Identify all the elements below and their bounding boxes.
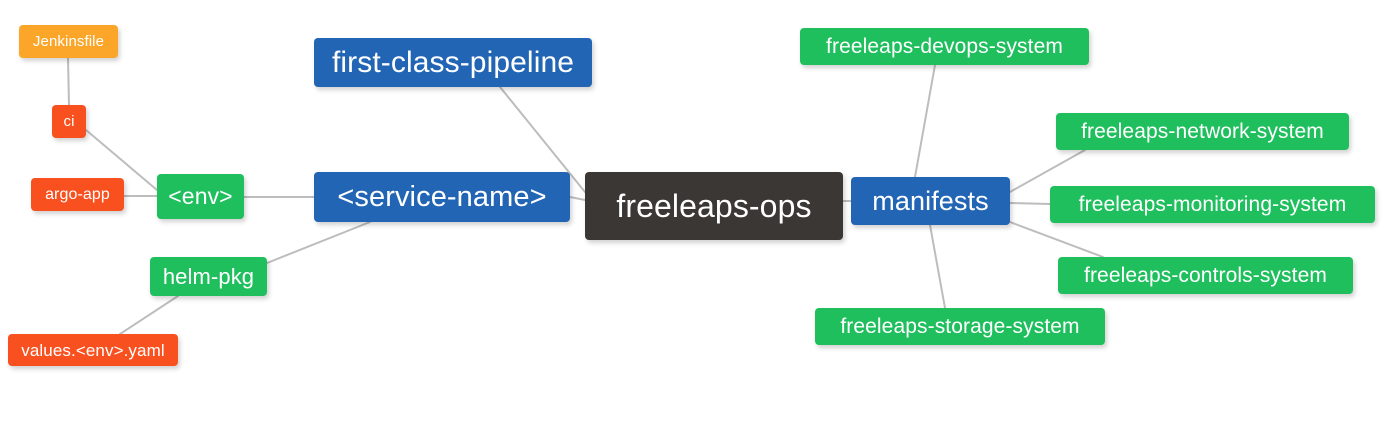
- node-env[interactable]: <env>: [157, 174, 244, 219]
- node-values-env-yaml[interactable]: values.<env>.yaml: [8, 334, 178, 366]
- edge-freeleaps-ops-to-service-name: [569, 196, 586, 201]
- node-label-jenkinsfile: Jenkinsfile: [32, 33, 105, 50]
- edge-manifests-to-freeleaps-devops-system: [914, 64, 936, 178]
- node-label-ci: ci: [63, 113, 75, 130]
- edge-manifests-to-freeleaps-storage-system: [929, 224, 946, 309]
- edge-ci-to-jenkinsfile: [67, 57, 70, 106]
- node-label-values-env-yaml: values.<env>.yaml: [21, 340, 165, 360]
- node-freeleaps-controls-system[interactable]: freeleaps-controls-system: [1058, 257, 1353, 294]
- node-freeleaps-monitoring-system[interactable]: freeleaps-monitoring-system: [1050, 186, 1375, 223]
- node-service-name[interactable]: <service-name>: [314, 172, 570, 222]
- node-argo-app[interactable]: argo-app: [31, 178, 124, 211]
- node-helm-pkg[interactable]: helm-pkg: [150, 257, 267, 296]
- edge-manifests-to-freeleaps-monitoring-system: [1009, 202, 1051, 205]
- node-freeleaps-network-system[interactable]: freeleaps-network-system: [1056, 113, 1349, 150]
- node-label-freeleaps-devops-system: freeleaps-devops-system: [826, 35, 1063, 58]
- node-label-freeleaps-storage-system: freeleaps-storage-system: [840, 315, 1080, 338]
- node-label-helm-pkg: helm-pkg: [162, 263, 255, 289]
- node-label-service-name: <service-name>: [337, 180, 547, 213]
- node-ci[interactable]: ci: [52, 105, 86, 138]
- node-manifests[interactable]: manifests: [851, 177, 1010, 225]
- edge-service-name-to-helm-pkg: [266, 221, 371, 264]
- edge-helm-pkg-to-values-env-yaml: [119, 295, 179, 335]
- node-label-freeleaps-ops: freeleaps-ops: [616, 188, 812, 224]
- node-freeleaps-ops[interactable]: freeleaps-ops: [585, 172, 843, 240]
- node-freeleaps-storage-system[interactable]: freeleaps-storage-system: [815, 308, 1105, 345]
- node-label-env: <env>: [168, 183, 233, 209]
- node-label-freeleaps-monitoring-system: freeleaps-monitoring-system: [1078, 193, 1347, 216]
- node-label-argo-app: argo-app: [45, 185, 110, 203]
- node-freeleaps-devops-system[interactable]: freeleaps-devops-system: [800, 28, 1089, 65]
- edge-manifests-to-freeleaps-controls-system: [1009, 221, 1104, 258]
- node-label-freeleaps-controls-system: freeleaps-controls-system: [1084, 264, 1327, 287]
- node-first-class-pipeline[interactable]: first-class-pipeline: [314, 38, 592, 87]
- node-label-first-class-pipeline: first-class-pipeline: [331, 45, 575, 79]
- node-label-freeleaps-network-system: freeleaps-network-system: [1081, 120, 1324, 143]
- node-jenkinsfile[interactable]: Jenkinsfile: [19, 25, 118, 58]
- node-label-manifests: manifests: [872, 185, 989, 216]
